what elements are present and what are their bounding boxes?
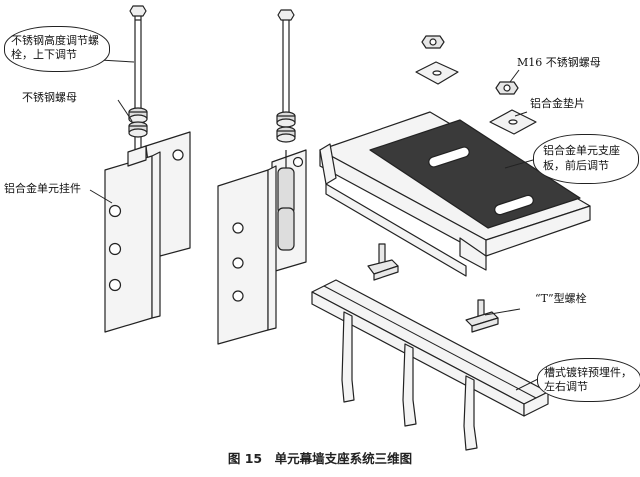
label-washer: 铝合金垫片: [530, 97, 585, 110]
leader-lines: [89, 59, 541, 391]
aluminum-hanger-mid: [217, 149, 307, 345]
washer-top: [415, 61, 459, 85]
label-bolt: 不锈钢高度调节螺栓，上下调节: [11, 34, 99, 61]
label-nut: 不锈钢螺母: [22, 91, 77, 104]
label-m16-nut: M16 不锈钢螺母: [517, 56, 601, 69]
label-bubble-bolt: [4, 26, 110, 72]
aluminum-support-plate: [319, 111, 591, 277]
label-bubble-embed: [537, 358, 640, 402]
t-bolt-right: [465, 299, 499, 333]
galvanized-embed-channel: [311, 279, 549, 451]
m16-nut-icon: [495, 81, 519, 95]
stainless-nut-left: [128, 107, 148, 150]
stainless-nut-mid: [276, 111, 296, 143]
t-bolt-left: [367, 243, 399, 281]
figure-caption: 图 15 单元幕墙支座系统三维图: [227, 451, 413, 466]
label-hanger: 铝合金单元挂件: [4, 182, 81, 195]
label-embed: 槽式镀锌预埋件，左右调节: [544, 366, 632, 393]
aluminum-washer-icon: [489, 109, 537, 135]
aluminum-hanger-left: [104, 131, 191, 333]
small-nut-top: [421, 35, 445, 49]
height-adjusting-bolt-mid: [277, 9, 295, 112]
height-adjusting-bolt-left: [129, 5, 147, 116]
label-t-bolt: “T”型螺栓: [535, 292, 587, 305]
label-bubble-support-plate: [533, 134, 639, 184]
label-support-plate: 铝合金单元支座板，前后调节: [543, 144, 620, 172]
